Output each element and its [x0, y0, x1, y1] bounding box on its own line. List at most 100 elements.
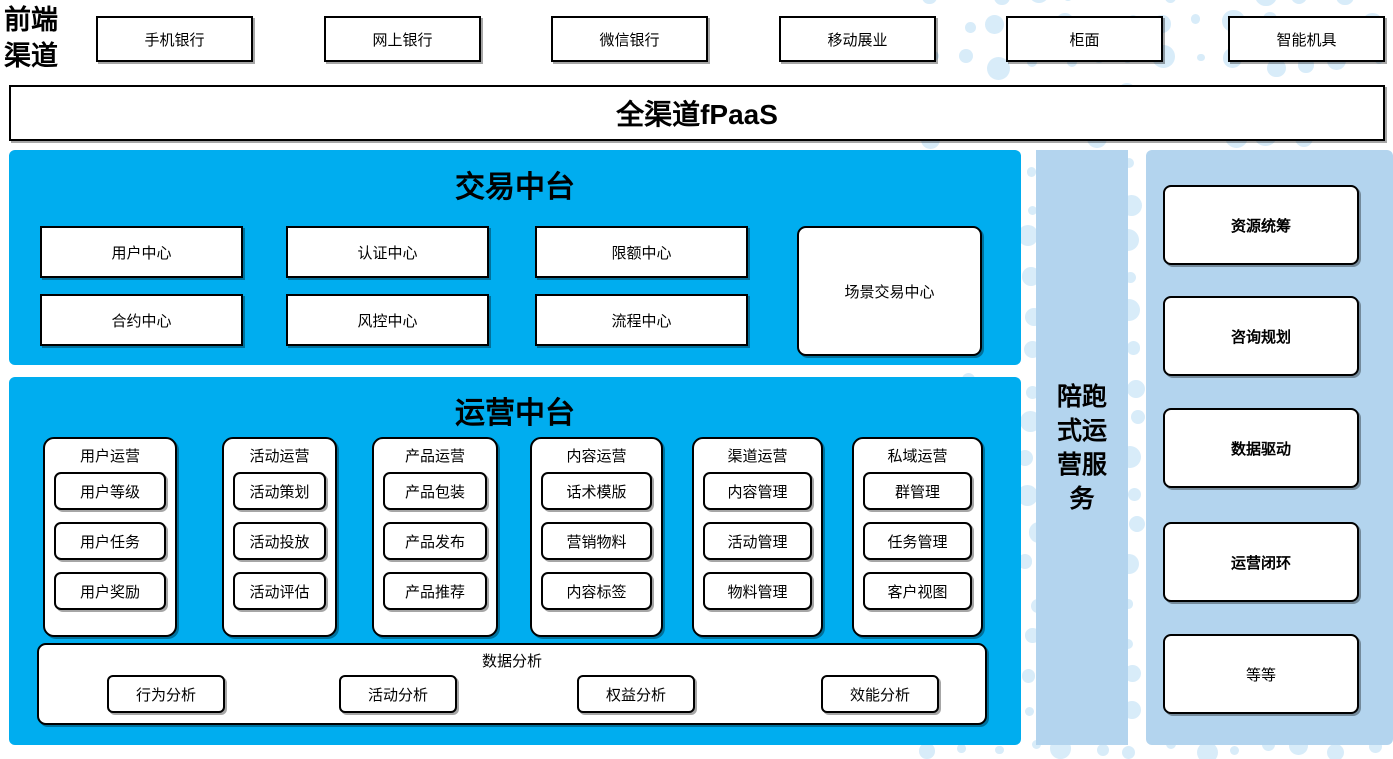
background-dot — [994, 0, 1011, 5]
trade-box-label: 风控中心 — [357, 312, 418, 330]
ops-group-title: 用户运营 — [79, 448, 140, 465]
background-dot — [965, 21, 976, 33]
ops-item[interactable]: 产品包装 — [383, 472, 487, 510]
ops-item[interactable]: 用户任务 — [54, 522, 166, 560]
background-dot — [1229, 745, 1239, 755]
background-dot — [1097, 743, 1110, 756]
ops-item[interactable]: 物料管理 — [703, 572, 812, 610]
companion-service-label-line-4: 务 — [1069, 484, 1095, 513]
ops-item[interactable]: 话术模版 — [541, 472, 652, 510]
ops-platform-title: 运营中台 — [455, 397, 575, 430]
data-analysis-item-campaign[interactable]: 活动分析 — [339, 675, 457, 713]
background-dot — [922, 0, 938, 5]
ops-item[interactable]: 用户等级 — [54, 472, 166, 510]
data-analysis-panel[interactable]: 数据分析 行为分析 活动分析 权益分析 效能分析 — [37, 643, 987, 725]
ops-item[interactable]: 营销物料 — [541, 522, 652, 560]
background-dot — [1290, 0, 1308, 4]
background-dot — [1021, 669, 1036, 683]
background-dot — [1130, 410, 1145, 425]
background-dot — [1255, 0, 1277, 7]
capability-card-data-driven[interactable]: 数据驱动 — [1163, 408, 1359, 488]
background-dot — [1063, 0, 1073, 1]
background-dot — [1164, 0, 1177, 3]
ops-item[interactable]: 活动策划 — [233, 472, 326, 510]
trade-box-label: 限额中心 — [611, 244, 672, 262]
data-analysis-item-benefit[interactable]: 权益分析 — [577, 675, 695, 713]
channel-box-smart-machine[interactable]: 智能机具 — [1228, 16, 1385, 62]
background-dot — [1026, 167, 1037, 177]
background-dot — [1190, 14, 1201, 25]
ops-group-private-domain[interactable]: 私域运营 群管理 任务管理 客户视图 — [852, 437, 983, 637]
ops-group-title: 产品运营 — [404, 448, 465, 465]
ops-item[interactable]: 客户视图 — [863, 572, 972, 610]
front-channel-label-line-1: 前端 — [4, 5, 58, 35]
channel-box-online-bank[interactable]: 网上银行 — [324, 16, 481, 62]
trade-box-label: 场景交易中心 — [844, 283, 935, 301]
capability-card-operation-closed-loop[interactable]: 运营闭环 — [1163, 522, 1359, 602]
background-dot — [1028, 0, 1049, 4]
trade-box-riskcontrol-center[interactable]: 风控中心 — [286, 294, 489, 346]
ops-group-user[interactable]: 用户运营 用户等级 用户任务 用户奖励 — [43, 437, 177, 637]
companion-service-label: 陪跑 式运 营服 务 — [1036, 380, 1128, 516]
trade-box-scene-transaction-center[interactable]: 场景交易中心 — [797, 226, 982, 356]
ops-item[interactable]: 活动评估 — [233, 572, 326, 610]
channel-label: 网上银行 — [372, 31, 433, 49]
ops-item[interactable]: 内容标签 — [541, 572, 652, 610]
companion-service-label-line-2: 式运 — [1056, 416, 1107, 445]
ops-group-title: 活动运营 — [249, 448, 310, 465]
ops-item[interactable]: 活动管理 — [703, 522, 812, 560]
background-dot — [995, 745, 1004, 754]
companion-service-column: 陪跑 式运 营服 务 — [1036, 150, 1128, 745]
companion-service-label-line-3: 营服 — [1056, 450, 1107, 479]
ops-group-campaign[interactable]: 活动运营 活动策划 活动投放 活动评估 — [222, 437, 337, 637]
data-analysis-item-efficiency[interactable]: 效能分析 — [821, 675, 939, 713]
background-dot — [1126, 341, 1141, 355]
omnichannel-fpaas-bar[interactable]: 全渠道fPaaS — [9, 85, 1385, 141]
ops-item[interactable]: 产品发布 — [383, 522, 487, 560]
ops-item[interactable]: 用户奖励 — [54, 572, 166, 610]
ops-group-channel[interactable]: 渠道运营 内容管理 活动管理 物料管理 — [692, 437, 823, 637]
ops-item[interactable]: 内容管理 — [703, 472, 812, 510]
background-dot — [959, 49, 974, 64]
trade-box-label: 流程中心 — [611, 312, 672, 330]
data-analysis-title: 数据分析 — [481, 653, 542, 670]
capability-card-resource-coordination[interactable]: 资源统筹 — [1163, 185, 1359, 265]
background-dot — [1127, 487, 1141, 501]
channel-box-wechat-bank[interactable]: 微信银行 — [551, 16, 708, 62]
companion-service-label-line-1: 陪跑 — [1056, 382, 1107, 411]
background-dot — [1128, 515, 1146, 532]
background-dot — [1025, 706, 1035, 717]
ops-group-content[interactable]: 内容运营 话术模版 营销物料 内容标签 — [530, 437, 663, 637]
channel-box-counter[interactable]: 柜面 — [1006, 16, 1163, 62]
trade-box-limit-center[interactable]: 限额中心 — [535, 226, 748, 278]
ops-item[interactable]: 产品推荐 — [383, 572, 487, 610]
ops-group-title: 内容运营 — [566, 448, 627, 465]
trade-box-process-center[interactable]: 流程中心 — [535, 294, 748, 346]
trade-box-user-center[interactable]: 用户中心 — [40, 226, 243, 278]
ops-item[interactable]: 任务管理 — [863, 522, 972, 560]
capability-card-consulting-planning[interactable]: 咨询规划 — [1163, 296, 1359, 376]
capability-card-etc[interactable]: 等等 — [1163, 634, 1359, 714]
ops-group-title: 渠道运营 — [727, 448, 788, 465]
channel-label: 智能机具 — [1276, 31, 1337, 49]
ops-item[interactable]: 群管理 — [863, 472, 972, 510]
background-dot — [1326, 743, 1345, 759]
channel-box-mobile-bank[interactable]: 手机银行 — [96, 16, 253, 62]
trade-box-label: 用户中心 — [111, 244, 172, 262]
channel-label: 移动展业 — [827, 31, 888, 49]
background-dot — [957, 744, 966, 753]
trade-platform-title: 交易中台 — [455, 171, 575, 204]
background-dot — [919, 743, 935, 759]
trade-box-contract-center[interactable]: 合约中心 — [40, 294, 243, 346]
channel-box-mobile-business[interactable]: 移动展业 — [779, 16, 936, 62]
data-analysis-item-behavior[interactable]: 行为分析 — [107, 675, 225, 713]
channel-label: 手机银行 — [144, 31, 205, 49]
ops-item[interactable]: 活动投放 — [233, 522, 326, 560]
background-dot — [1121, 745, 1136, 759]
front-channel-label-line-2: 渠道 — [4, 41, 58, 71]
ops-group-title: 私域运营 — [887, 448, 948, 465]
ops-group-product[interactable]: 产品运营 产品包装 产品发布 产品推荐 — [372, 437, 498, 637]
trade-box-auth-center[interactable]: 认证中心 — [286, 226, 489, 278]
background-dot — [1126, 379, 1145, 398]
